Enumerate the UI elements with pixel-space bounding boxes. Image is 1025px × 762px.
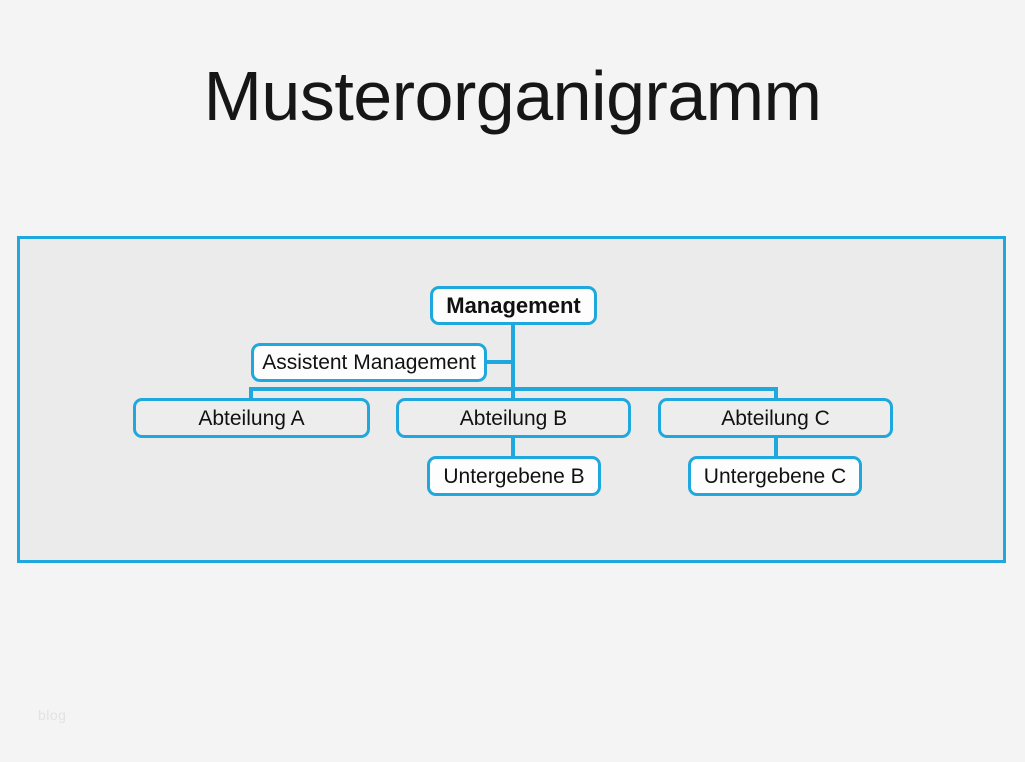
org-node-abteilung-b[interactable]: Abteilung B [396, 398, 631, 438]
org-node-untergebene-b[interactable]: Untergebene B [427, 456, 601, 496]
org-node-assistent-management[interactable]: Assistent Management [251, 343, 487, 382]
watermark-blog: blog [38, 707, 67, 723]
org-node-abteilung-a[interactable]: Abteilung A [133, 398, 370, 438]
org-node-untergebene-c[interactable]: Untergebene C [688, 456, 862, 496]
page-title: Musterorganigramm [203, 57, 822, 135]
org-node-management[interactable]: Management [430, 286, 597, 325]
org-node-abteilung-c[interactable]: Abteilung C [658, 398, 893, 438]
